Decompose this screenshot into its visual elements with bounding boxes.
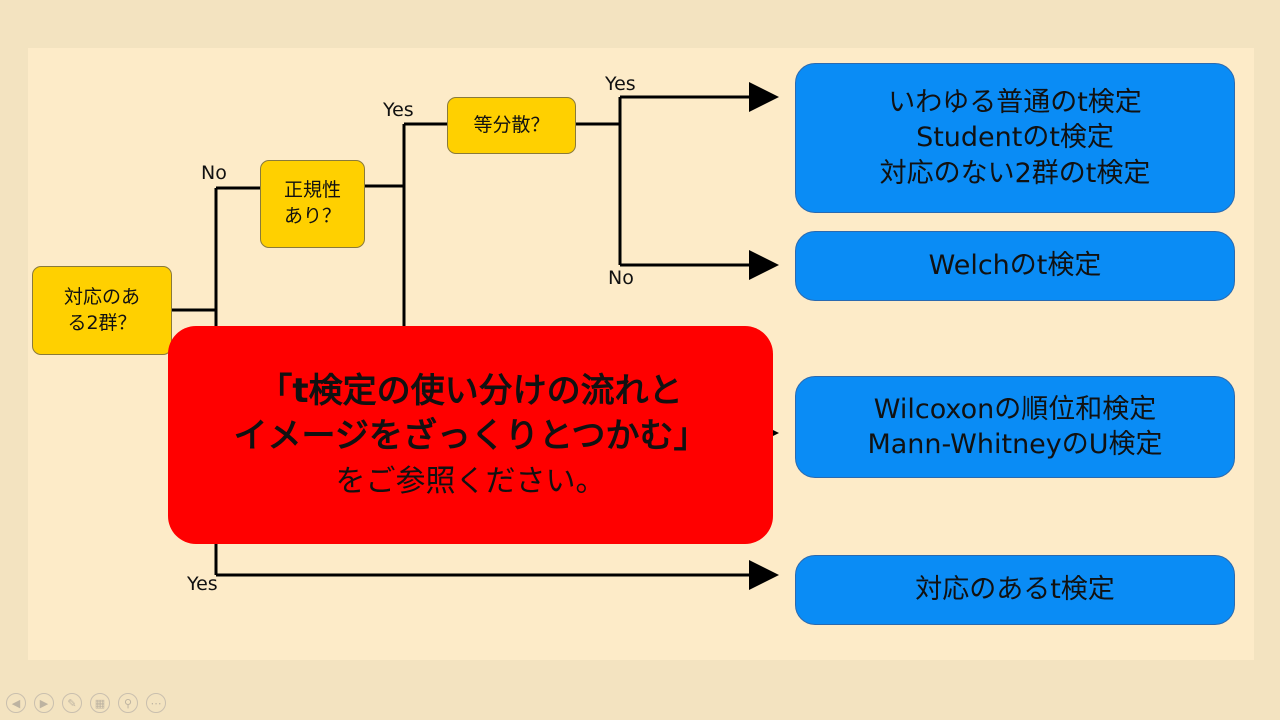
label-no-equal: No	[608, 267, 634, 289]
result-line: Wilcoxonの順位和検定	[873, 393, 1157, 425]
label-yes-normal: Yes	[383, 99, 414, 121]
result-line: いわゆる普通のt検定	[888, 87, 1142, 119]
result-line: 対応のあるt検定	[915, 574, 1115, 606]
question-normality: 正規性 あり？	[260, 160, 365, 248]
result-line: Mann-WhitneyのU検定	[867, 429, 1163, 460]
banner-line-1: 「t検定の使い分けの流れと	[258, 371, 683, 412]
more-icon[interactable]: ⋯	[146, 693, 166, 713]
result-student-t: いわゆる普通のt検定 Studentのt検定 対応のない2群のt検定	[795, 63, 1235, 213]
label-yes-equal: Yes	[605, 73, 636, 95]
result-line: Welchのt検定	[928, 250, 1102, 282]
result-welch-t: Welchのt検定	[795, 231, 1235, 301]
result-line: 対応のない2群のt検定	[879, 157, 1151, 189]
question-equal-variance: 等分散？	[447, 97, 576, 154]
pen-icon[interactable]: ✎	[62, 693, 82, 713]
result-wilcoxon: Wilcoxonの順位和検定 Mann-WhitneyのU検定	[795, 376, 1235, 478]
presentation-controls: ◀ ▶ ✎ ▦ ⚲ ⋯	[6, 693, 166, 713]
prev-icon[interactable]: ◀	[6, 693, 26, 713]
banner-line-2: イメージをざっくりとつかむ」	[233, 415, 708, 456]
banner-line-3: をご参照ください。	[335, 463, 606, 499]
label-no-paired: No	[201, 162, 227, 184]
next-icon[interactable]: ▶	[34, 693, 54, 713]
reference-banner: 「t検定の使い分けの流れと イメージをざっくりとつかむ」 をご参照ください。	[168, 326, 773, 544]
result-paired-t: 対応のあるt検定	[795, 555, 1235, 625]
zoom-icon[interactable]: ⚲	[118, 693, 138, 713]
slides-icon[interactable]: ▦	[90, 693, 110, 713]
result-line: Studentのt検定	[916, 122, 1114, 154]
question-paired: 対応のあ る2群？	[32, 266, 172, 355]
label-yes-paired: Yes	[187, 573, 218, 595]
